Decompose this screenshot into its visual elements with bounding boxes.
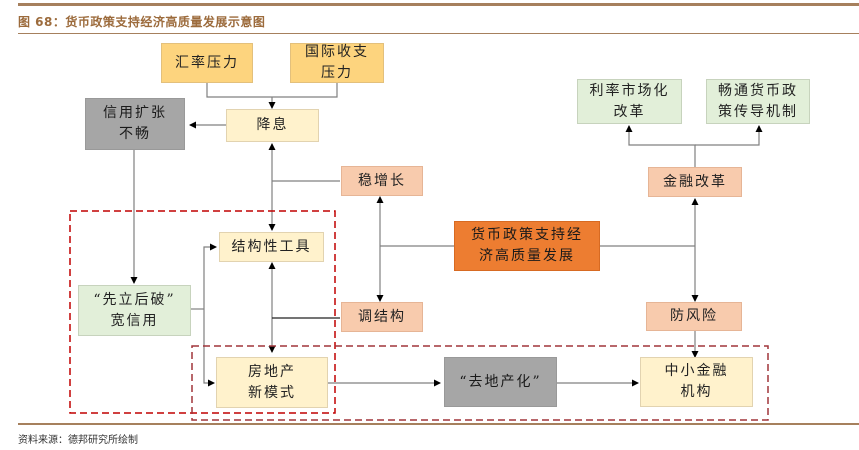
node-real-estate-model: 房地产 新模式 <box>216 357 328 408</box>
node-adjust-structure: 调结构 <box>341 302 423 332</box>
node-credit-first: “先立后破” 宽信用 <box>78 285 191 336</box>
bottom-rule <box>18 423 859 425</box>
connector-bop-to-ratecut <box>272 83 338 98</box>
node-de-real-estate: “去地产化” <box>444 357 557 407</box>
highlight-frame-bottom <box>191 345 769 421</box>
node-prevent-risk: 防风险 <box>646 302 742 331</box>
node-financial-reform: 金融改革 <box>648 167 742 197</box>
connector-exchange-to-ratecut <box>206 83 272 98</box>
arrow-to-structural <box>203 243 217 309</box>
arrow-to-transmission <box>695 125 763 146</box>
node-exchange-pressure: 汇率压力 <box>161 43 253 83</box>
figure-source: 资料来源：德邦研究所绘制 <box>18 435 138 446</box>
node-structural-tools: 结构性工具 <box>219 232 324 262</box>
connector-financial-reform-up <box>625 125 696 167</box>
node-core-goal: 货币政策支持经 济高质量发展 <box>454 221 600 271</box>
title-rule <box>18 33 859 34</box>
node-rate-cut: 降息 <box>226 109 319 142</box>
node-bop-pressure: 国际收支 压力 <box>290 43 384 83</box>
node-stable-growth: 稳增长 <box>341 166 423 196</box>
node-credit-weak: 信用扩张 不畅 <box>85 98 185 150</box>
node-small-financial-institutions: 中小金融 机构 <box>640 357 753 407</box>
node-rate-marketization: 利率市场化 改革 <box>577 79 682 124</box>
figure-title: 图 68：货币政策支持经济高质量发展示意图 <box>18 15 266 29</box>
arrow-to-realestate <box>203 309 215 387</box>
node-transmission-mechanism: 畅通货币政 策传导机制 <box>706 79 810 124</box>
highlight-frame-left <box>69 210 336 414</box>
top-rule <box>18 3 859 6</box>
